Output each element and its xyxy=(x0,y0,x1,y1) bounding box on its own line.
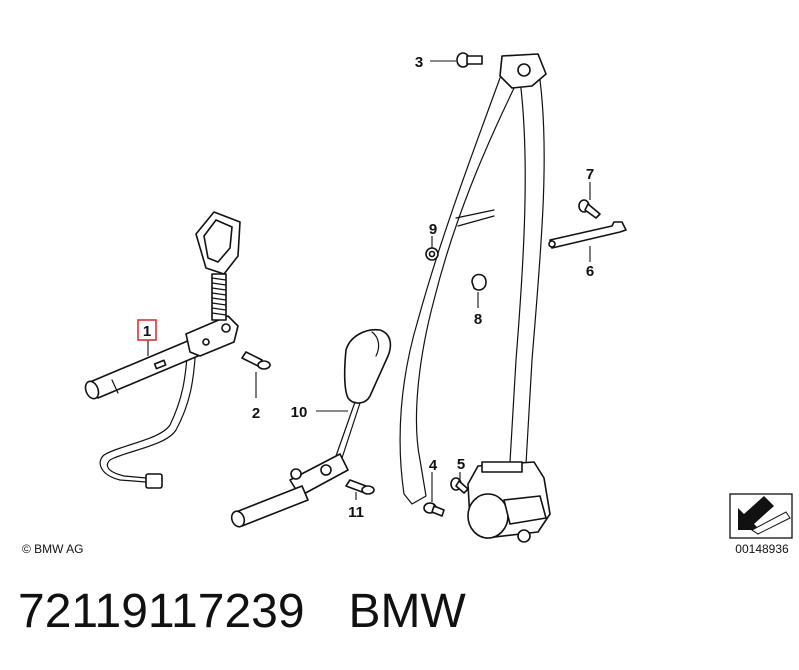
part-11-bolt xyxy=(345,479,375,495)
reference-arrow-icon xyxy=(729,493,793,539)
buckle-spring xyxy=(211,273,227,321)
part-3-bolt xyxy=(456,52,483,68)
callout-10: 10 xyxy=(291,404,308,421)
callout-9: 9 xyxy=(429,221,437,238)
callout-6: 6 xyxy=(586,263,594,280)
part-2-bolt xyxy=(241,351,271,370)
callout-1: 1 xyxy=(143,323,151,340)
callout-3: 3 xyxy=(415,54,423,71)
callout-4: 4 xyxy=(429,457,438,474)
cable-connector xyxy=(145,473,163,489)
copyright-text: © BMW AG xyxy=(22,542,84,556)
belt-retractor xyxy=(467,461,551,543)
part-5-bolt xyxy=(450,477,469,494)
part-7-bolt xyxy=(578,199,601,219)
part-8-cap xyxy=(471,273,487,291)
part-9-nut xyxy=(425,247,439,261)
reference-number: 00148936 xyxy=(735,542,789,556)
callout-8: 8 xyxy=(474,311,482,328)
callout-labels: 1 2 3 4 5 6 7 8 9 10 11 xyxy=(143,54,594,521)
callout-7: 7 xyxy=(586,166,594,183)
callout-2: 2 xyxy=(252,405,260,422)
callout-leaders xyxy=(147,60,591,502)
caption: 72119117239 BMW xyxy=(18,582,466,652)
belt-webbing xyxy=(399,53,547,505)
callout-11: 11 xyxy=(348,504,364,521)
callout-5: 5 xyxy=(457,456,465,473)
part-1-seat-belt-buckle xyxy=(84,211,241,489)
part-6-height-adjuster xyxy=(548,221,627,249)
brand-name: BMW xyxy=(348,585,466,638)
part-4-bolt xyxy=(423,502,445,517)
part-number: 72119117239 xyxy=(18,585,305,638)
parts-diagram: 1 2 3 4 5 6 7 8 9 10 11 © BMW AG 0014893… xyxy=(22,52,793,556)
part-10-buckle-with-arm xyxy=(230,328,392,528)
callout-1-highlight xyxy=(137,319,157,341)
